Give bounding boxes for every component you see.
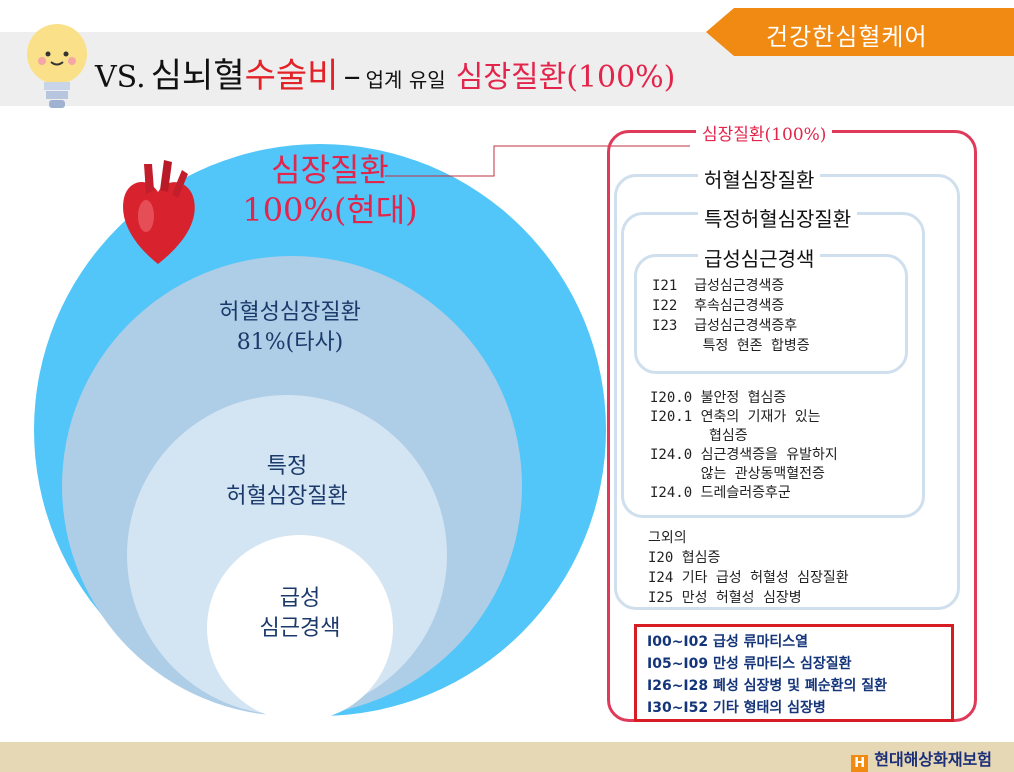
inner-label-line2: 심근경색 [190,614,410,644]
acute-mi-codes: I21 급성심근경색증 I22 후속심근경색증 I23 급성심근경색증후 특정 … [652,276,810,356]
other-code-item: I00~I02 급성 류마티스열 [647,631,951,653]
ischemic-codes: 그외의 I20 협심증 I24 기타 급성 허혈성 심장질환 I25 만성 허혈… [648,528,849,608]
third-circle-label: 특정 허혈심장질환 [177,452,397,512]
second-circle-label: 허혈성심장질환 81%(타사) [180,298,400,358]
footer-brand: H 현대해상화재보험 [851,746,992,772]
inner-circle-label: 급성 심근경색 [190,584,410,644]
other-heart-disease-codes: I00~I02 급성 류마티스열 I05~I09 만성 류마티스 심장질환 I2… [634,624,954,722]
second-label-line2: 81%(타사) [180,328,400,358]
brand-logo-icon: H [851,755,868,772]
third-label-line1: 특정 [177,452,397,482]
outer-label-line2: 100%(현대) [220,190,440,230]
other-code-item: I05~I09 만성 류마티스 심장질환 [647,653,951,675]
second-label-line1: 허혈성심장질환 [180,298,400,328]
acute-mi-box-label: 급성심근경색 [698,243,820,272]
outer-label-line1: 심장질환 [220,150,440,190]
heart-disease-box-label: 심장질환(100%) [696,120,832,145]
other-code-item: I30~I52 기타 형태의 심장병 [647,697,951,719]
ischemic-box-label: 허혈심장질환 [698,164,820,193]
specific-ischemic-box-label: 특정허혈심장질환 [698,203,857,232]
other-code-item: I26~I28 폐성 심장병 및 폐순환의 질환 [647,675,951,697]
specific-ischemic-codes: I20.0 불안정 협심증 I20.1 연축의 기재가 있는 협심증 I24.0… [650,389,838,503]
third-label-line2: 허혈심장질환 [177,482,397,512]
heart-icon [118,160,198,270]
outer-circle-label: 심장질환 100%(현대) [220,150,440,230]
footer-brand-name: 현대해상화재보험 [874,750,992,769]
inner-label-line1: 급성 [190,584,410,614]
